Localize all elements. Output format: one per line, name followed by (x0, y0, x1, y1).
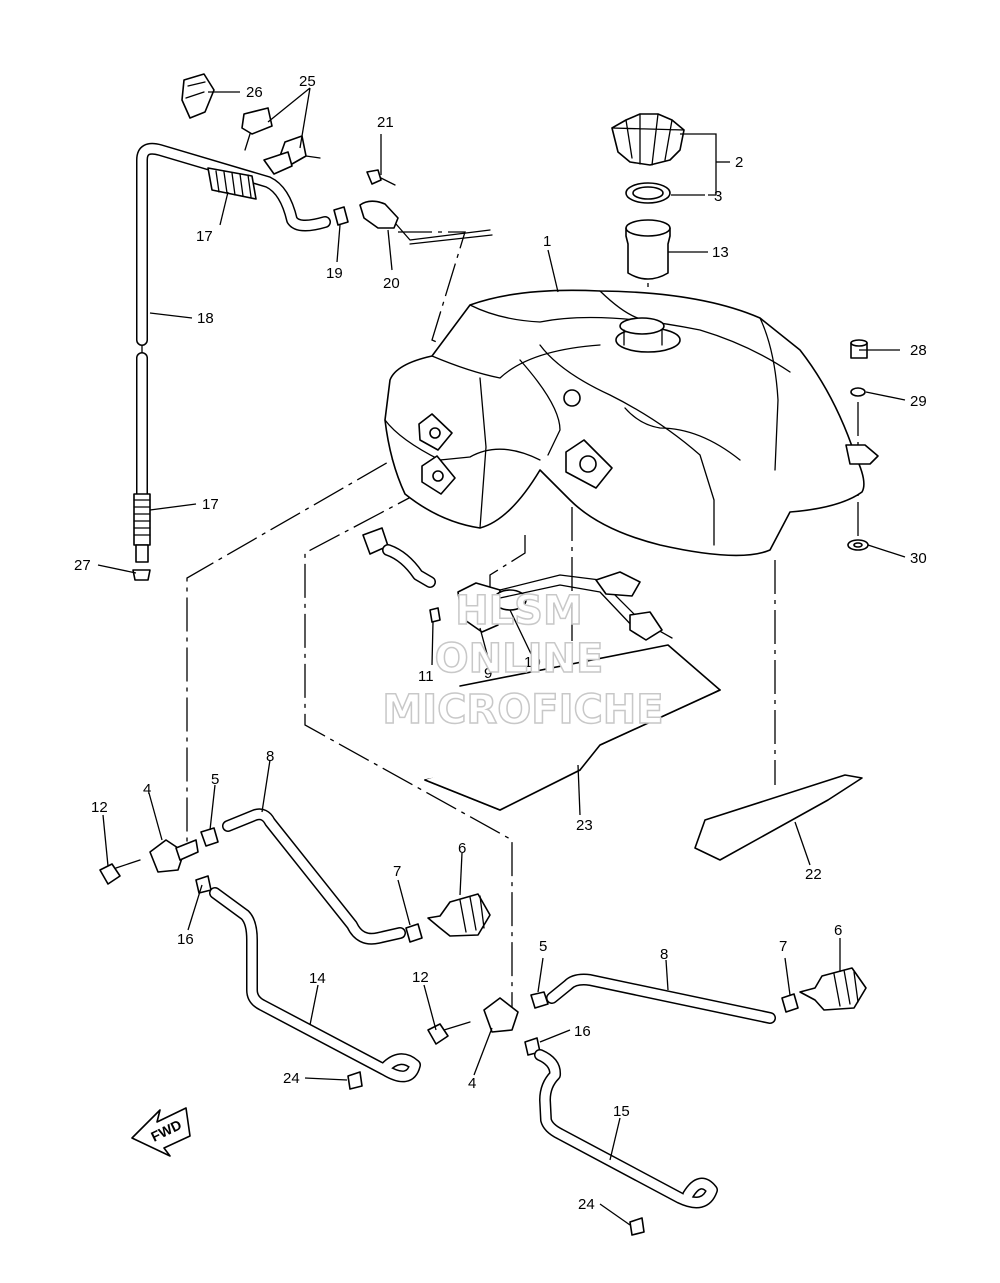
callout-1: 1 (543, 233, 551, 250)
callout-11: 11 (418, 668, 434, 685)
callout-15: 15 (613, 1103, 630, 1120)
callout-2: 2 (735, 154, 743, 171)
forward-direction-arrow: FWD (131, 1107, 191, 1157)
callout-19: 19 (326, 265, 343, 282)
callout-12-left: 12 (91, 799, 108, 816)
callout-29: 29 (910, 393, 927, 410)
callout-21: 21 (377, 114, 394, 131)
callout-4-right: 4 (468, 1075, 476, 1092)
callout-6-left: 6 (458, 840, 466, 857)
callout-5-left: 5 (211, 771, 219, 788)
callout-17-upper: 17 (196, 228, 213, 245)
callout-8-left: 8 (266, 748, 274, 765)
left-fuel-line-assembly (99, 808, 491, 1090)
callout-7-left: 7 (393, 863, 401, 880)
callout-28: 28 (910, 342, 927, 359)
callout-22: 22 (805, 866, 822, 883)
right-fuel-line-assembly (427, 967, 867, 1236)
callout-14: 14 (309, 970, 326, 987)
callout-numbers: 1 2 3 13 26 25 21 17 19 20 18 17 27 28 2… (74, 73, 927, 1213)
callout-3: 3 (714, 188, 722, 205)
fuel-strainer (625, 219, 671, 280)
callout-24-right: 24 (578, 1196, 595, 1213)
callout-30: 30 (910, 550, 927, 567)
protector-plate (424, 644, 721, 811)
callout-12-right: 12 (412, 969, 429, 986)
callout-7-right: 7 (779, 938, 787, 955)
cap-gasket (625, 182, 671, 204)
callout-4-left: 4 (143, 781, 151, 798)
callout-16-left: 16 (177, 931, 194, 948)
breather-hose-assembly (132, 73, 493, 581)
callout-5-right: 5 (539, 938, 547, 955)
callout-18: 18 (197, 310, 214, 327)
callout-8-right: 8 (660, 946, 668, 963)
mount-hardware (847, 339, 869, 551)
heat-shield-plate (694, 774, 863, 861)
callout-6-right: 6 (834, 922, 842, 939)
callout-23: 23 (576, 817, 593, 834)
watermark-line-3: MICROFICHE (382, 687, 663, 733)
callout-27: 27 (74, 557, 91, 574)
callout-10: 10 (524, 654, 541, 671)
watermark-line-2: ONLINE (435, 636, 604, 682)
callout-17-lower: 17 (202, 496, 219, 513)
callout-24-left: 24 (283, 1070, 300, 1087)
watermark-line-1: HLSM (455, 588, 583, 634)
fuel-sender-unit (362, 527, 673, 641)
watermark: HLSM ONLINE MICROFICHE (382, 587, 665, 734)
callout-leaders (97, 87, 906, 1226)
callout-16-right: 16 (574, 1023, 591, 1040)
callout-13: 13 (712, 244, 729, 261)
fuel-cap (611, 113, 685, 166)
fuel-tank (384, 289, 879, 557)
callout-9: 9 (484, 665, 492, 682)
callout-25: 25 (299, 73, 316, 90)
callout-20: 20 (383, 275, 400, 292)
callout-26: 26 (246, 84, 263, 101)
